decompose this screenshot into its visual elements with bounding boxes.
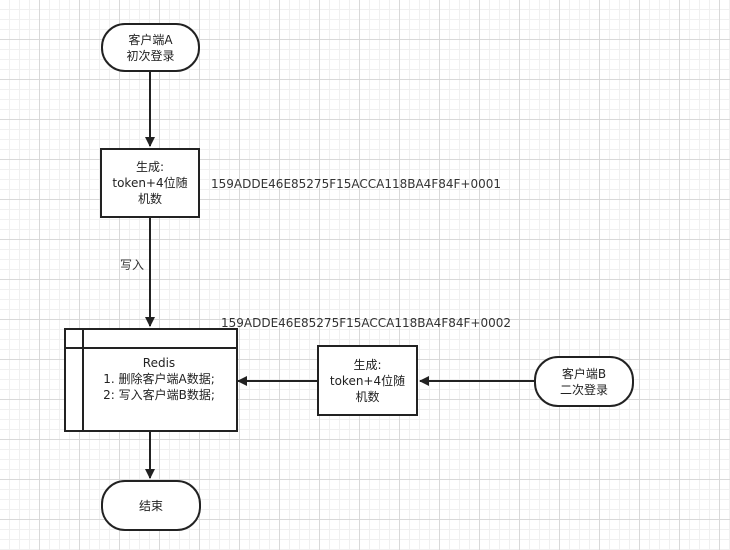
end-label: 结束 [138,498,163,513]
redis-content: Redis 1. 删除客户端A数据; 2: 写入客户端B数据; [82,328,236,430]
node-end[interactable]: 结束 [101,480,201,531]
node-client-a[interactable]: 客户端A 初次登录 [101,23,200,72]
gen-b-line2: token+4位随 [329,373,406,388]
token-a-label: 159ADDE46E85275F15ACCA118BA4F84F+0001 [211,177,501,191]
gen-a-line1: 生成: [135,160,165,174]
node-client-b[interactable]: 客户端B 二次登录 [534,356,634,407]
client-a-line1: 客户端A [128,32,173,47]
node-redis[interactable] [64,328,238,432]
write-edge-label: 写入 [120,258,145,272]
gen-b-line1: 生成: [353,357,382,372]
gen-a-line2: token+4位随 [112,176,188,190]
node-generate-token-a[interactable]: 生成: token+4位随 机数 [100,148,200,218]
redis-step-1: 1. 删除客户端A数据; [103,372,215,386]
gen-a-line3: 机数 [137,192,162,206]
gen-b-line3: 机数 [355,389,380,404]
client-b-line2: 二次登录 [559,382,608,397]
client-b-line1: 客户端B [561,366,607,381]
token-b-label: 159ADDE46E85275F15ACCA118BA4F84F+0002 [221,316,511,330]
node-generate-token-b[interactable]: 生成: token+4位随 机数 [317,345,418,416]
redis-step-2: 2: 写入客户端B数据; [103,388,215,402]
client-a-line2: 初次登录 [126,48,175,63]
redis-title: Redis [142,356,176,370]
